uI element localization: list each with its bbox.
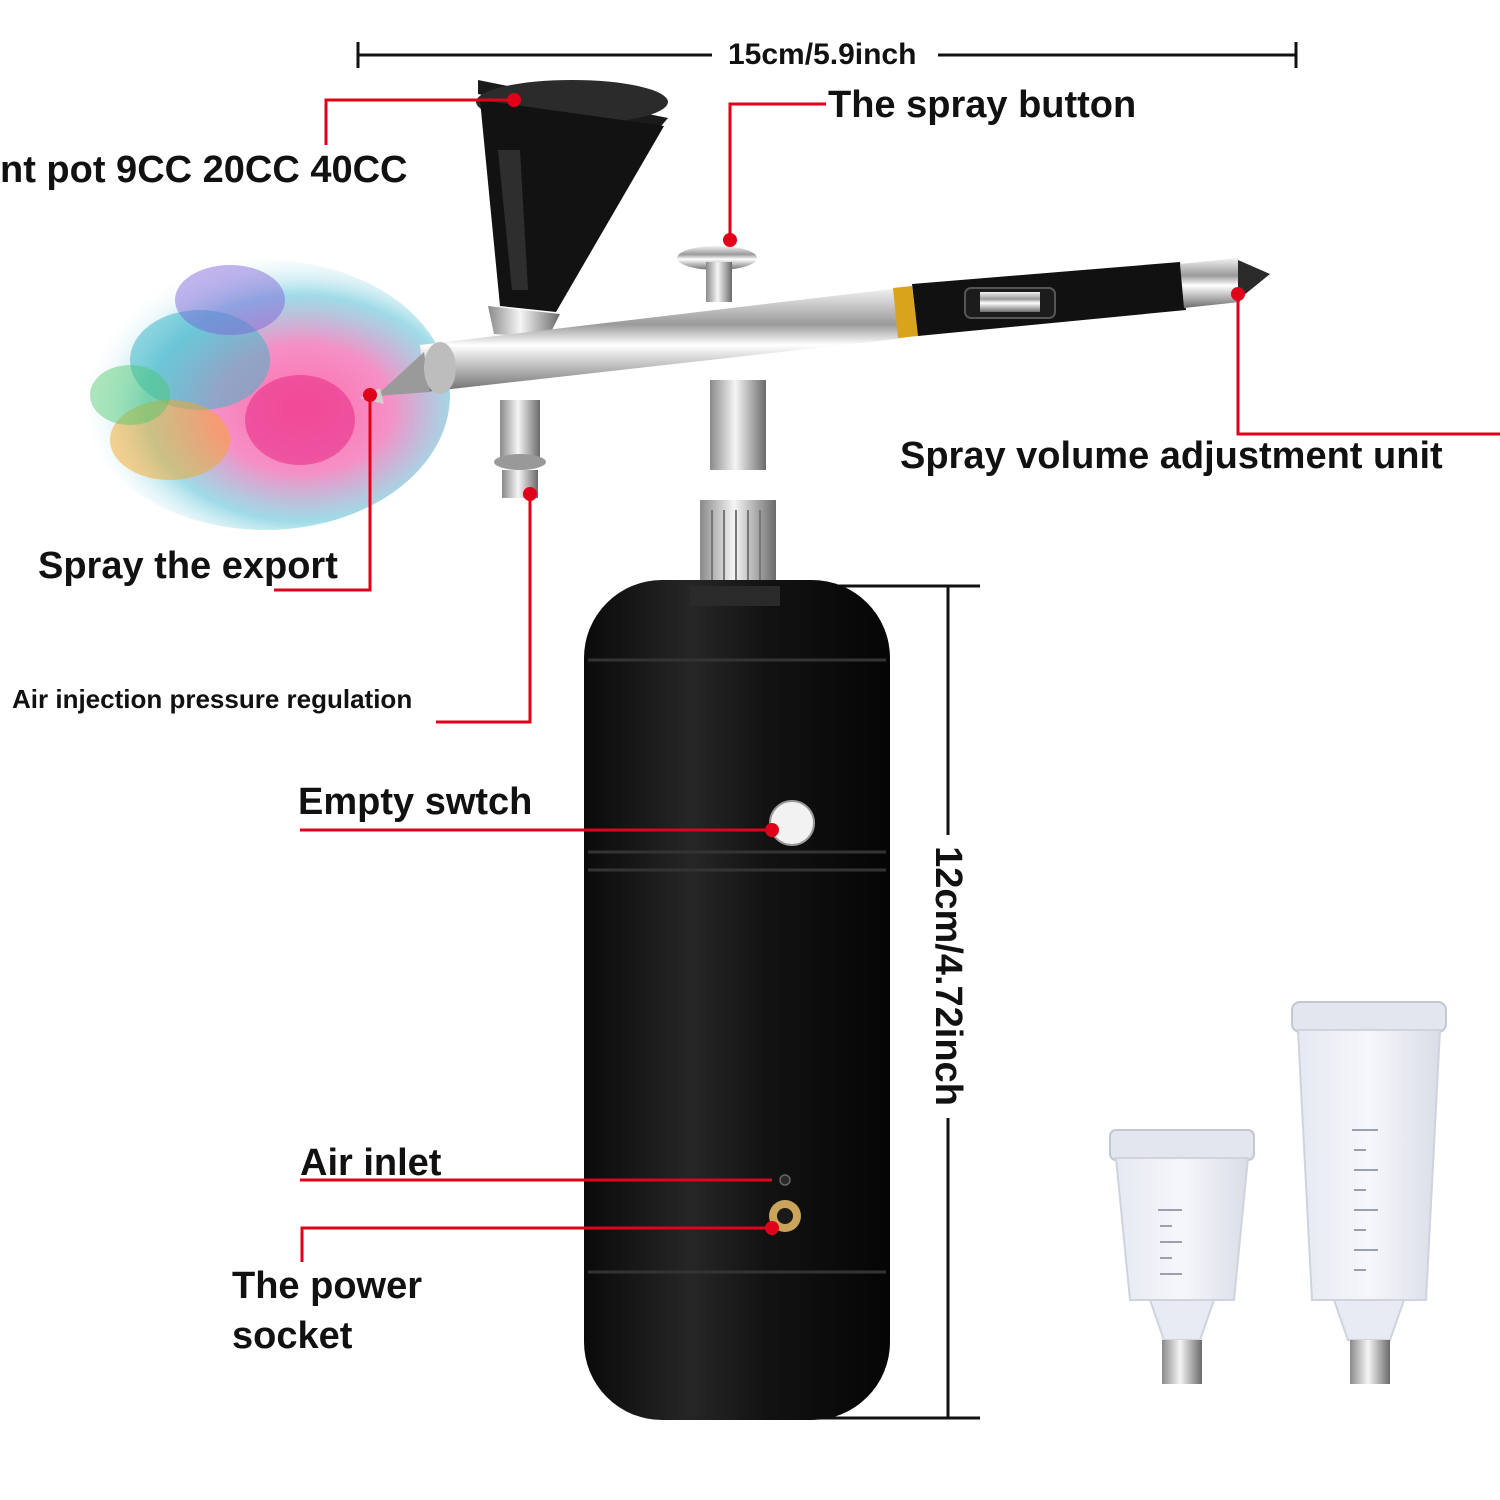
compressor-body-icon — [584, 580, 890, 1420]
paint-pot-icon — [476, 80, 668, 338]
spray-export-label: Spray the export — [38, 545, 338, 587]
empty-switch-button-icon — [769, 800, 815, 846]
air-pressure-knob-icon — [494, 400, 546, 498]
measuring-cup-large-icon — [1291, 1001, 1447, 1384]
width-dimension-line — [356, 42, 1298, 68]
leader-lines — [274, 98, 1500, 1262]
measuring-cup-small-icon — [1109, 1129, 1255, 1384]
width-dimension-label: 15cm/5.9inch — [728, 38, 917, 71]
empty-switch-label: Empty swtch — [298, 781, 533, 823]
power-socket-label-line2: socket — [232, 1315, 353, 1357]
air-inlet-hole-icon — [779, 1174, 791, 1186]
air-inlet-label: Air inlet — [300, 1142, 442, 1184]
airbrush-barrel-icon — [360, 258, 1270, 404]
air-pressure-label: Air injection pressure regulation — [12, 684, 413, 714]
height-dimension-label: 12cm/4.72inch — [927, 846, 969, 1106]
spray-volume-label: Spray volume adjustment unit — [900, 435, 1443, 477]
leader-dots — [363, 93, 1245, 1235]
paint-pot-label: nt pot 9CC 20CC 40CC — [0, 149, 408, 191]
paint-splash-icon — [80, 260, 450, 530]
spray-button-icon — [677, 246, 757, 302]
spray-button-label: The spray button — [828, 84, 1137, 126]
air-hose-connector-icon — [700, 380, 776, 600]
power-socket-label-line1: The power — [232, 1265, 423, 1307]
